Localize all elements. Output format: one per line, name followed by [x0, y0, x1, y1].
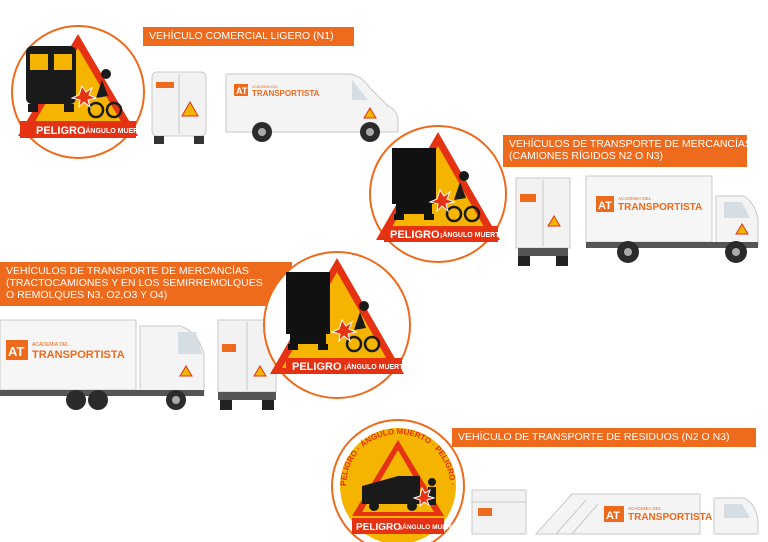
section-title-line: (CAMIONES RÍGIDOS N2 O N3) [509, 150, 664, 162]
badge-angulo-text: ¡ÁNGULO MUERTO! [83, 126, 150, 135]
tractor-trailer-side-view: AT ACADEMIA DEL TRANSPORTISTA [0, 319, 205, 410]
cyclist-icon [445, 171, 481, 223]
cyclist-icon [87, 69, 123, 119]
impact-icon [70, 84, 98, 109]
van-side-view: AT ACADEMIA DEL TRANSPORTISTA [225, 73, 399, 142]
section-title-line: VEHÍCULOS DE TRANSPORTE DE MERCANCÍAS [509, 138, 752, 150]
van-rear-icon [26, 46, 76, 112]
brand-academia: ACADEMIA DEL [32, 342, 69, 348]
badge-peligro-text: PELIGRO [356, 522, 401, 533]
section-title-line: O REMOLQUES N3, O2,O3 Y O4) [6, 289, 168, 301]
pedestrian-icon [428, 478, 436, 505]
brand-academia: ACADEMIA DEL [618, 196, 652, 201]
impact-icon [330, 318, 358, 343]
section-title-line: VEHÍCULOS DE TRANSPORTE DE MERCANCÍAS [6, 265, 249, 277]
waste-truck-side-view: AT ACADEMIA DEL TRANSPORTISTA [534, 493, 759, 535]
section-title-line: (TRACTOCAMIONES Y EN LOS SEMIRREMOLQUES [6, 277, 263, 289]
brand-logo: AT [8, 344, 24, 359]
brand-logo: AT [606, 510, 620, 522]
blind-spot-badge: PELIGRO ¡ÁNGULO MUERTO! [369, 125, 507, 263]
section-banner-rigid: VEHÍCULOS DE TRANSPORTE DE MERCANCÍAS (C… [503, 135, 752, 167]
truck-rear-icon [392, 148, 436, 220]
badge-peligro-text: PELIGRO [36, 125, 86, 137]
blind-spot-badge: PELIGRO ¡ÁNGULO MUERTO! [263, 251, 411, 399]
section-banner-waste: VEHÍCULO DE TRANSPORTE DE RESIDUOS (N2 O… [452, 428, 756, 447]
section-title-line: VEHÍCULO COMERCIAL LIGERO (N1) [149, 30, 334, 42]
brand-transportista: TRANSPORTISTA [252, 89, 320, 98]
impact-icon [428, 188, 456, 213]
brand-academia: ACADEMIA DEL [252, 85, 278, 89]
truck-rear-icon [286, 272, 330, 350]
section-banner-n1: VEHÍCULO COMERCIAL LIGERO (N1) [143, 27, 354, 46]
section-title-line: VEHÍCULO DE TRANSPORTE DE RESIDUOS (N2 O… [458, 431, 730, 443]
brand-transportista: TRANSPORTISTA [32, 349, 125, 361]
badge-angulo-text: ¡ÁNGULO MUERTO! [344, 362, 411, 371]
brand-transportista: TRANSPORTISTA [618, 202, 702, 213]
badge-angulo-text: ¡ÁNGULO MUERTO! [440, 230, 507, 239]
blind-spot-badge: PELIGRO ¡ÁNGULO MUERTO! [11, 25, 150, 159]
badge-peligro-text: PELIGRO [292, 361, 342, 373]
garbage-truck-icon [362, 476, 420, 511]
waste-truck-rear-view [471, 489, 527, 535]
brand-logo: AT [236, 86, 248, 96]
brand-transportista: TRANSPORTISTA [628, 512, 712, 523]
van-rear-view [151, 71, 207, 144]
rigid-truck-side-view: AT ACADEMIA DEL TRANSPORTISTA [585, 175, 759, 263]
badge-peligro-text: PELIGRO [390, 229, 440, 241]
impact-icon [412, 486, 436, 508]
badge-angulo-text: ¡ÁNGULO MUERTO! [400, 522, 462, 531]
cyclist-icon [345, 301, 381, 353]
brand-logo: AT [598, 200, 612, 212]
brand-academia: ACADEMIA DEL [628, 506, 662, 511]
waste-vehicle-badge: PELIGRO · ÁNGULO MUERTO · PELIGRO · ÁNGU… [325, 409, 465, 542]
rigid-truck-rear-view [515, 177, 571, 266]
section-banner-tractor: VEHÍCULOS DE TRANSPORTE DE MERCANCÍAS (T… [0, 262, 292, 306]
